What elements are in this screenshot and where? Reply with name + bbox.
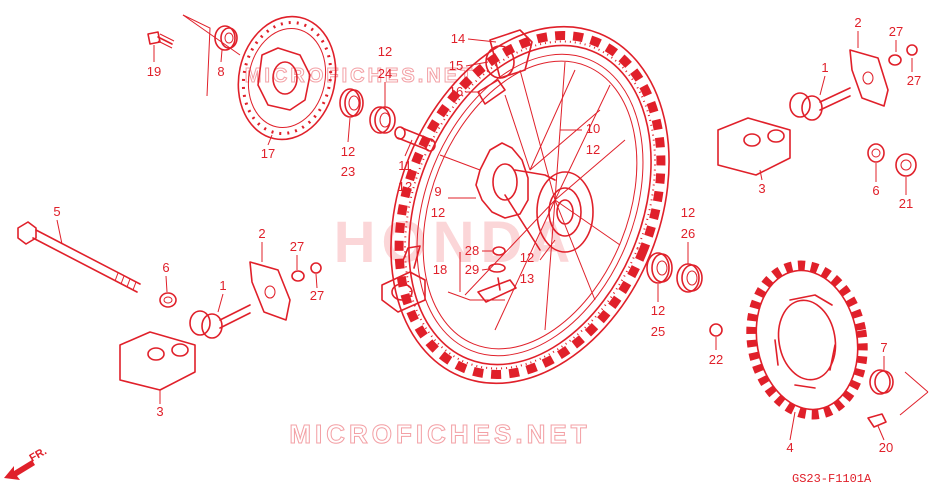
rear-wheel: [381, 25, 670, 385]
brake-disc: [237, 15, 337, 141]
callout-24: 24: [378, 66, 392, 81]
direction-label: FR.: [28, 445, 49, 464]
bearing-left: [339, 88, 364, 118]
callout-5: 5: [53, 204, 60, 219]
callout-20: 20: [879, 440, 893, 455]
watermark-site-bottom: MICROFICHES.NET: [289, 419, 590, 449]
callout-27: 27: [889, 24, 903, 39]
axle-plate-left: [119, 331, 196, 391]
callout-12: 12: [651, 303, 665, 318]
callout-21: 21: [899, 196, 913, 211]
callout-1: 1: [219, 278, 226, 293]
callout-28: 28: [465, 243, 479, 258]
drawing-code: GS23-F1101A: [792, 472, 872, 486]
callout-18: 18: [433, 262, 447, 277]
callout-27: 27: [290, 239, 304, 254]
callout-9: 9: [434, 184, 441, 199]
callout-27: 27: [907, 73, 921, 88]
driven-sprocket: [709, 260, 929, 428]
callout-19: 19: [147, 64, 161, 79]
callout-1: 1: [821, 60, 828, 75]
axle-plate-right: [717, 117, 791, 176]
callout-3: 3: [758, 181, 765, 196]
callout-labels: 1 2 27 27 3 6 21 19 8 17 12 24 12 23 11 …: [53, 15, 921, 455]
disc-bolt: [147, 31, 175, 49]
callout-10: 10: [586, 121, 600, 136]
callout-29: 29: [465, 262, 479, 277]
callout-12: 12: [431, 205, 445, 220]
disc-collar: [214, 25, 238, 51]
callout-2: 2: [854, 15, 861, 30]
rear-axle: [17, 221, 141, 293]
callout-8: 8: [217, 64, 224, 79]
callout-6: 6: [872, 183, 879, 198]
axle-nut-right: [867, 143, 917, 177]
callout-11: 11: [398, 158, 412, 173]
watermark-site-top: MICROFICHES.NET: [245, 65, 476, 87]
bearing-sprocket-side: [646, 252, 703, 293]
callout-3: 3: [156, 404, 163, 419]
watermark-brand: HONDA: [334, 210, 577, 275]
callout-22: 22: [709, 352, 723, 367]
callout-12: 12: [520, 250, 534, 265]
callout-2: 2: [258, 226, 265, 241]
callout-15: 15: [449, 58, 463, 73]
bearing-right: [369, 106, 396, 134]
callout-12: 12: [681, 205, 695, 220]
chain-adjuster-left: [189, 261, 322, 339]
callout-12: 12: [398, 179, 412, 194]
callout-4: 4: [786, 440, 793, 455]
callout-7: 7: [880, 340, 887, 355]
callout-13: 13: [520, 271, 534, 286]
callout-12: 12: [378, 44, 392, 59]
front-direction-arrow: FR.: [4, 445, 49, 480]
callout-23: 23: [341, 164, 355, 179]
axle-nut-left: [159, 292, 177, 308]
callout-25: 25: [651, 324, 665, 339]
callout-27: 27: [310, 288, 324, 303]
callout-12: 12: [341, 144, 355, 159]
callout-16: 16: [449, 84, 463, 99]
chain-adjuster-right: [789, 44, 918, 121]
callout-26: 26: [681, 226, 695, 241]
callout-17: 17: [261, 146, 275, 161]
distance-collar: [394, 126, 436, 152]
callout-12: 12: [586, 142, 600, 157]
callout-14: 14: [451, 31, 465, 46]
callout-6: 6: [162, 260, 169, 275]
